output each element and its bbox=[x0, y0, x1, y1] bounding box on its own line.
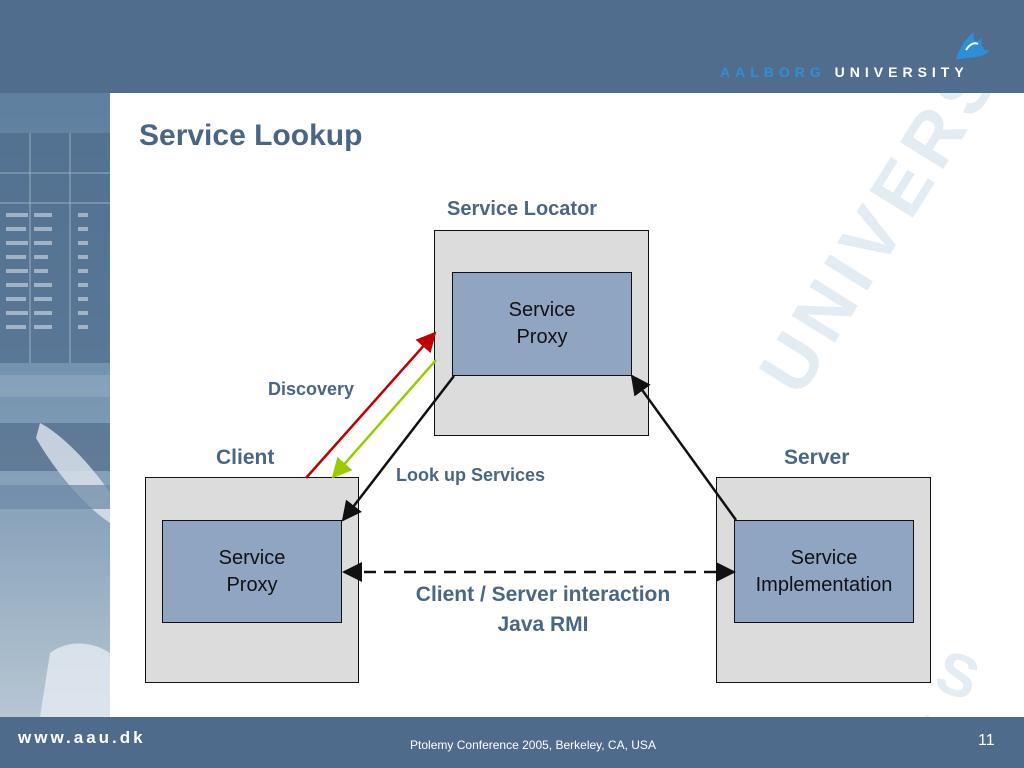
header-bar: AALBORG UNIVERSITY bbox=[0, 0, 1024, 93]
service-locator-label: Service Locator bbox=[447, 198, 598, 220]
university-name-part1: AALBORG bbox=[720, 64, 826, 80]
university-name-part2: UNIVERSITY bbox=[834, 64, 969, 80]
discovery-request-arrow bbox=[305, 331, 437, 479]
page-number: 11 bbox=[978, 732, 995, 749]
server-service-implementation: Service Implementation bbox=[734, 520, 914, 623]
university-name: AALBORG UNIVERSITY bbox=[720, 64, 969, 80]
lookup-arrow bbox=[341, 375, 455, 522]
interaction-label: Client / Server interaction Java RMI bbox=[378, 580, 708, 640]
decorative-photo-strip bbox=[0, 93, 110, 717]
slide-title: Service Lookup bbox=[139, 119, 363, 152]
register-arrow bbox=[630, 374, 738, 521]
locator-proxy-line1: Service bbox=[508, 299, 576, 321]
client-proxy-line1: Service bbox=[218, 546, 286, 569]
server-impl-line2: Implementation bbox=[755, 573, 893, 596]
locator-proxy-line2: Proxy bbox=[516, 326, 568, 348]
interaction-label-line2: Java RMI bbox=[497, 613, 589, 636]
client-service-proxy: Service Proxy bbox=[162, 520, 342, 623]
client-label: Client bbox=[216, 446, 275, 469]
footer-bar: www.aau.dk Ptolemy Conference 2005, Berk… bbox=[0, 717, 1024, 768]
discovery-response-arrow bbox=[331, 359, 437, 479]
university-logo-icon bbox=[956, 32, 990, 60]
server-label: Server bbox=[784, 446, 850, 469]
locator-service-proxy: Service Proxy bbox=[452, 272, 632, 376]
footer-conference-text: Ptolemy Conference 2005, Berkeley, CA, U… bbox=[410, 738, 656, 752]
lookup-label: Look up Services bbox=[396, 465, 546, 485]
client-proxy-line2: Proxy bbox=[226, 573, 278, 596]
interaction-label-line1: Client / Server interaction bbox=[415, 583, 671, 606]
footer-url: www.aau.dk bbox=[18, 728, 146, 747]
control-panel-image bbox=[0, 133, 110, 717]
discovery-label: Discovery bbox=[268, 379, 355, 399]
server-impl-line1: Service bbox=[790, 546, 858, 569]
